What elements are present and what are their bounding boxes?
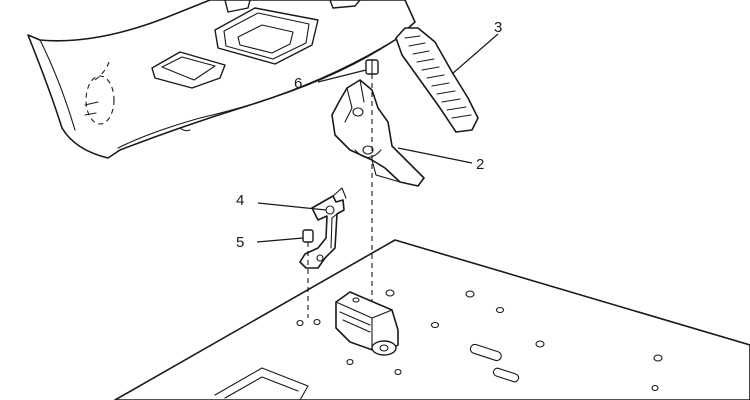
callout-3: 3 xyxy=(494,19,502,36)
pedal-bracket xyxy=(331,79,425,187)
floor-plate xyxy=(114,239,750,400)
leader-3 xyxy=(451,33,499,75)
pedal-base-block xyxy=(335,291,399,356)
console-panel xyxy=(27,0,416,159)
bolt xyxy=(365,59,379,320)
leader-2 xyxy=(397,147,473,164)
linkage-lever xyxy=(299,187,347,269)
accelerator-pedal xyxy=(395,27,479,133)
leader-5 xyxy=(256,237,304,243)
leader-4 xyxy=(257,202,327,211)
leader-lines xyxy=(256,33,499,243)
callout-6: 6 xyxy=(294,75,302,92)
callout-5: 5 xyxy=(236,234,244,251)
callout-2: 2 xyxy=(476,156,484,173)
small-bolt xyxy=(302,229,314,318)
leader-6 xyxy=(317,69,367,83)
callout-4: 4 xyxy=(236,192,244,209)
